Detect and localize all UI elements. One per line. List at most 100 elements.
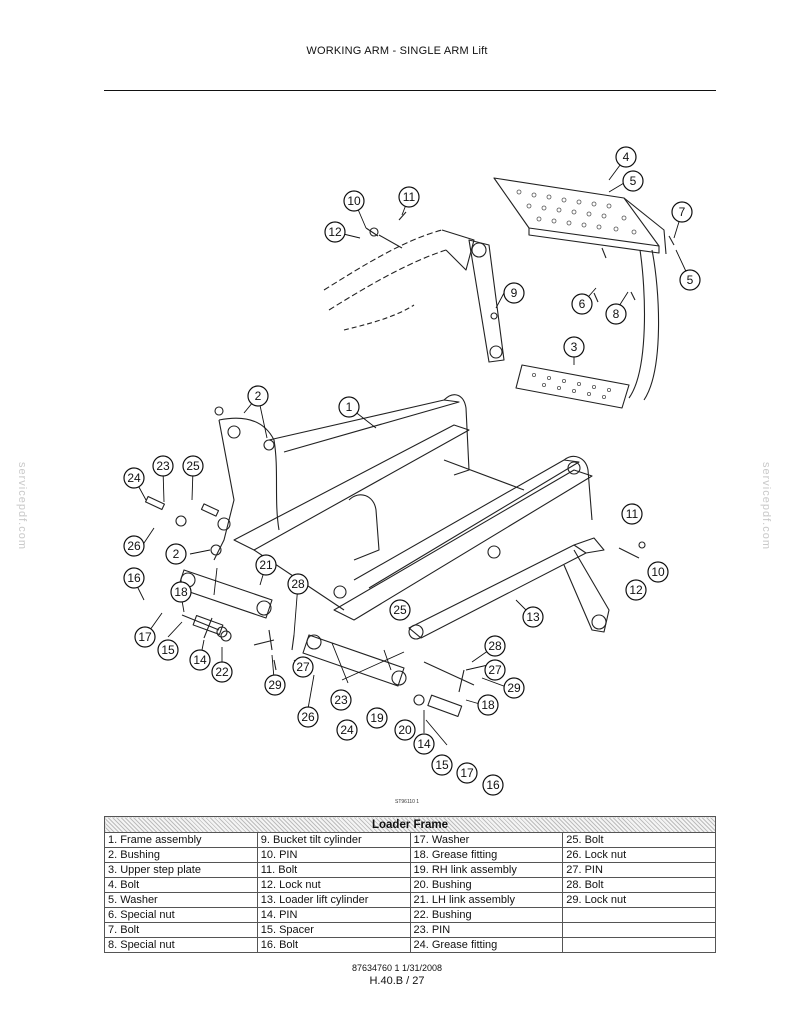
callout-12: 12 [625, 579, 647, 601]
page-number: H.40.B / 27 [369, 975, 425, 987]
table-cell: 15. Spacer [256, 922, 411, 938]
table-cell [562, 922, 716, 938]
callout-label: 9 [511, 286, 518, 300]
callout-1: 1 [338, 396, 360, 418]
callout-label: 8 [613, 307, 620, 321]
callout-17: 17 [456, 762, 478, 784]
table-cell: 19. RH link assembly [409, 862, 564, 878]
callout-label: 15 [435, 758, 449, 772]
callout-21: 21 [255, 554, 277, 576]
callout-label: 29 [507, 681, 521, 695]
table-cell [562, 907, 716, 923]
table-cell: 25. Bolt [562, 832, 716, 848]
table-cell: 17. Washer [409, 832, 564, 848]
callout-15: 15 [157, 639, 179, 661]
callout-label: 24 [340, 723, 354, 737]
callout-label: 26 [301, 710, 315, 724]
callout-label: 6 [579, 297, 586, 311]
callout-label: 20 [398, 723, 412, 737]
callout-16: 16 [482, 774, 504, 796]
callout-14: 14 [413, 733, 435, 755]
watermark-left: servicepdf.com [15, 462, 28, 550]
table-cell: 24. Grease fitting [409, 937, 564, 953]
callout-15: 15 [431, 754, 453, 776]
callout-26: 26 [297, 706, 319, 728]
document-reference: 87634760 1 1/31/2008 [351, 963, 443, 973]
table-cell: 11. Bolt [256, 862, 411, 878]
callout-label: 25 [393, 603, 407, 617]
callout-18: 18 [477, 694, 499, 716]
callout-16: 16 [123, 567, 145, 589]
callout-24: 24 [336, 719, 358, 741]
callout-label: 13 [526, 610, 540, 624]
callout-5: 5 [622, 170, 644, 192]
table-cell: 7. Bolt [104, 922, 258, 938]
callout-label: 10 [651, 565, 665, 579]
callout-label: 18 [481, 698, 495, 712]
callout-6: 6 [571, 293, 593, 315]
callout-7: 7 [671, 201, 693, 223]
callout-25: 25 [389, 599, 411, 621]
callout-label: 11 [403, 190, 416, 204]
callout-18: 18 [170, 581, 192, 603]
callout-8: 8 [605, 303, 627, 325]
callout-23: 23 [330, 689, 352, 711]
callout-17: 17 [134, 626, 156, 648]
frame-assembly [213, 394, 593, 621]
callout-label: 18 [174, 585, 188, 599]
callout-2: 2 [165, 543, 187, 565]
callout-23: 23 [152, 455, 174, 477]
table-cell: 12. Lock nut [256, 877, 411, 893]
table-cell: 29. Lock nut [562, 892, 716, 908]
table-cell: 9. Bucket tilt cylinder [256, 832, 411, 848]
callout-label: 23 [334, 693, 348, 707]
table-cell: 22. Bushing [409, 907, 564, 923]
callout-4: 4 [615, 146, 637, 168]
callout-14: 14 [189, 649, 211, 671]
callout-28: 28 [484, 635, 506, 657]
callout-label: 28 [291, 577, 305, 591]
callout-label: 11 [626, 507, 639, 521]
small-hardware [145, 211, 675, 671]
table-cell: 20. Bushing [409, 877, 564, 893]
callout-19: 19 [366, 707, 388, 729]
callout-label: 16 [127, 571, 141, 585]
callout-26: 26 [123, 535, 145, 557]
callout-label: 28 [488, 639, 502, 653]
callout-label: 12 [629, 583, 643, 597]
callout-2: 2 [247, 385, 269, 407]
callout-label: 5 [630, 174, 637, 188]
callout-label: 22 [215, 665, 229, 679]
table-cell: 6. Special nut [104, 907, 258, 923]
callout-13: 13 [522, 606, 544, 628]
table-cell: 18. Grease fitting [409, 847, 564, 863]
callout-label: 12 [328, 225, 342, 239]
callout-24: 24 [123, 467, 145, 489]
callout-22: 22 [211, 661, 233, 683]
exploded-parts-diagram: 4 5 7 5 6 8 9 3 10 11 12 1 2 24 23 25 26… [123, 146, 701, 796]
callout-label: 7 [679, 205, 686, 219]
callout-label: 27 [488, 663, 502, 677]
callout-label: 10 [347, 194, 361, 208]
callout-label: 27 [296, 660, 310, 674]
table-cell: 10. PIN [256, 847, 411, 863]
table-cell: 2. Bushing [104, 847, 258, 863]
upper-arm [323, 227, 505, 363]
callout-27: 27 [484, 659, 506, 681]
callout-11: 11 [398, 186, 420, 208]
callout-3: 3 [563, 336, 585, 358]
lift-cylinder [408, 537, 610, 640]
callout-label: 15 [161, 643, 175, 657]
table-cell: 21. LH link assembly [409, 892, 564, 908]
callout-label: 21 [259, 558, 273, 572]
table-cell: 5. Washer [104, 892, 258, 908]
page-title: WORKING ARM - SINGLE ARM Lift [306, 45, 488, 57]
table-cell [562, 937, 716, 953]
callout-label: 25 [186, 459, 200, 473]
